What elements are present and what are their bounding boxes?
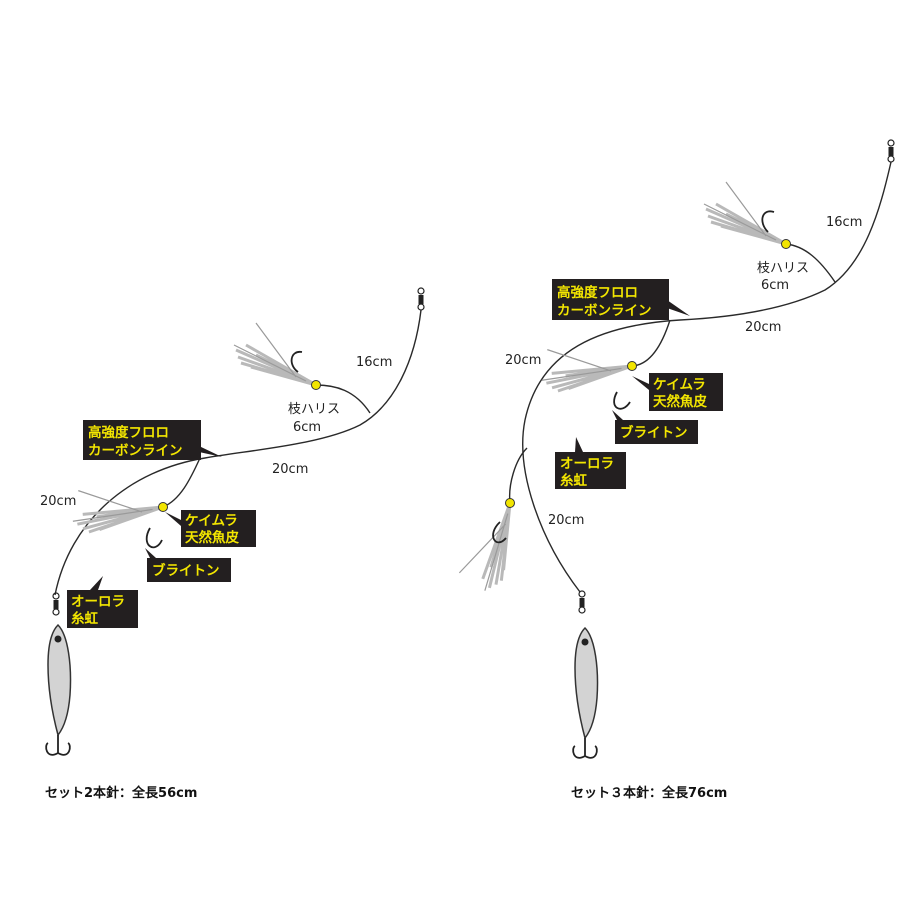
middle-length: 20cm <box>745 320 781 335</box>
metal-jig-icon <box>45 624 72 756</box>
rig-2hook-graphic <box>45 287 425 756</box>
svg-text:ブライトン: ブライトン <box>152 562 220 579</box>
main-line-callout: 高強度フロロ カーボンライン <box>83 420 222 460</box>
aurora-callout: オーロラ 糸虹 <box>67 576 138 628</box>
hook-icon <box>290 351 303 373</box>
bead-icon <box>311 380 321 390</box>
svg-text:オーロラ: オーロラ <box>71 594 125 610</box>
svg-text:糸虹: 糸虹 <box>71 610 98 627</box>
branch-label: 枝ハリス <box>757 261 809 276</box>
hook-icon <box>761 210 775 233</box>
lower-length: 20cm <box>548 513 584 528</box>
lower-length: 20cm <box>40 494 76 509</box>
swivel-icon <box>578 590 586 614</box>
svg-text:天然魚皮: 天然魚皮 <box>185 529 239 546</box>
skirt-icon <box>232 321 318 387</box>
svg-text:ケイムラ: ケイムラ <box>185 513 238 529</box>
svg-text:オーロラ: オーロラ <box>560 456 614 472</box>
swivel-icon <box>887 139 895 163</box>
caption-2hook: セット2本針：全長56cm <box>45 785 197 801</box>
svg-text:高強度フロロ: 高強度フロロ <box>557 284 638 301</box>
swivel-icon <box>417 287 425 311</box>
aurora-callout: オーロラ 糸虹 <box>555 437 626 489</box>
caption-3hook: セット３本針：全長76cm <box>571 785 727 801</box>
rig-3hook-graphic <box>447 139 895 759</box>
middle-length: 20cm <box>272 462 308 477</box>
svg-text:ブライトン: ブライトン <box>620 424 688 441</box>
keimura-callout: ケイムラ 天然魚皮 <box>632 373 723 411</box>
svg-text:糸虹: 糸虹 <box>560 472 588 489</box>
bead-icon <box>627 361 637 371</box>
keimura-callout: ケイムラ 天然魚皮 <box>165 510 256 547</box>
branch-label: 枝ハリス <box>288 402 340 417</box>
swivel-icon <box>52 592 60 616</box>
metal-jig-icon <box>572 627 599 759</box>
svg-text:高強度フロロ: 高強度フロロ <box>88 424 169 441</box>
top-length: 16cm <box>826 215 862 230</box>
hook-icon <box>492 521 507 544</box>
brighton-callout: ブライトン <box>612 410 698 444</box>
hook-icon <box>613 391 631 410</box>
bead-icon <box>505 498 515 508</box>
main-line <box>522 161 892 593</box>
left-length: 20cm <box>505 353 541 368</box>
brighton-callout: ブライトン <box>145 548 231 582</box>
top-length: 16cm <box>356 355 392 370</box>
svg-text:ケイムラ: ケイムラ <box>653 377 706 393</box>
skirt-icon <box>702 180 788 246</box>
branch-length: 6cm <box>293 420 321 435</box>
svg-text:カーボンライン: カーボンライン <box>88 443 183 459</box>
bead-icon <box>781 239 791 249</box>
svg-text:カーボンライン: カーボンライン <box>557 303 652 319</box>
main-line-callout: 高強度フロロ カーボンライン <box>552 279 690 320</box>
skirt-icon <box>447 501 526 597</box>
svg-text:天然魚皮: 天然魚皮 <box>653 393 707 410</box>
branch-length: 6cm <box>761 278 789 293</box>
bead-icon <box>158 502 168 512</box>
hook-icon <box>145 527 163 549</box>
